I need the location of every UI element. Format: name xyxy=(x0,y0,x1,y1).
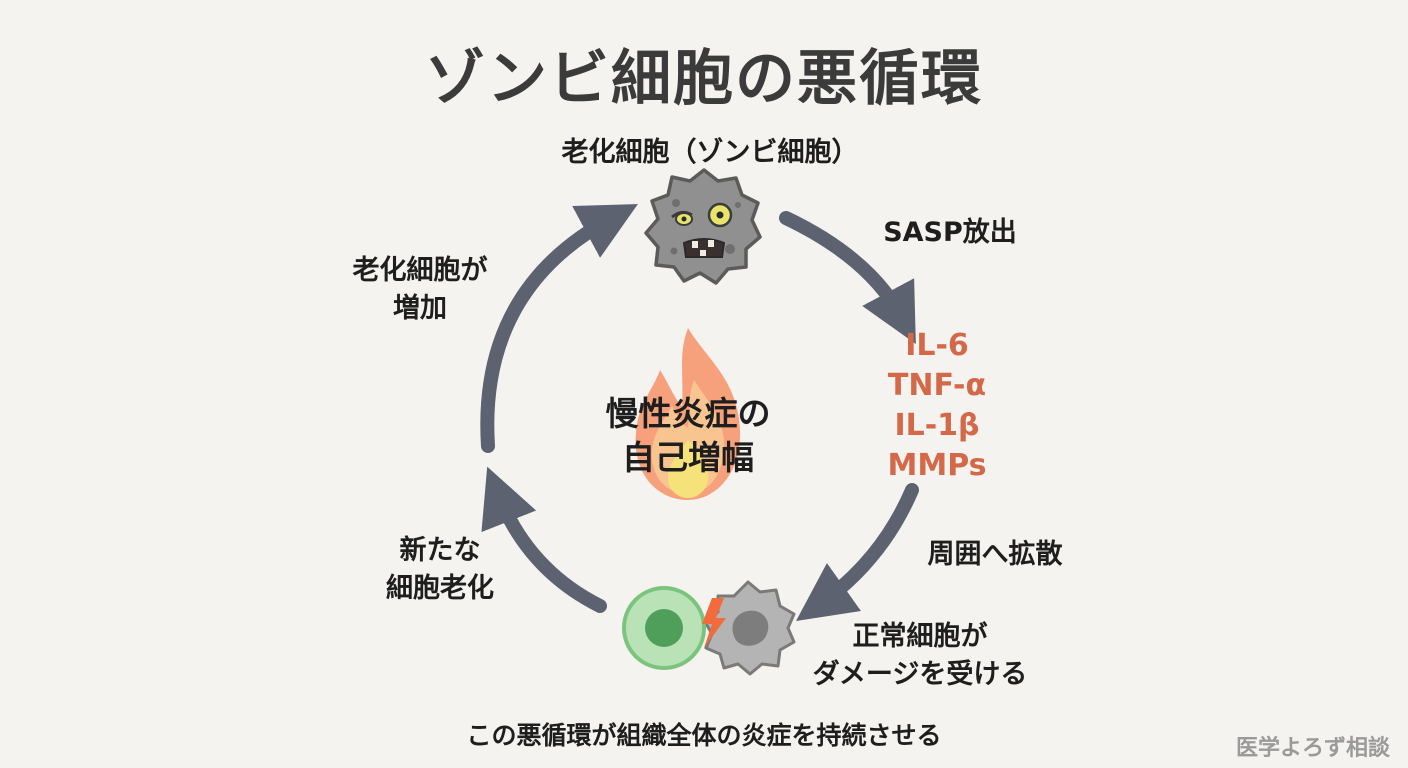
page-title: ゾンビ細胞の悪循環 xyxy=(425,44,983,114)
center-line2: 自己増幅 xyxy=(622,438,754,477)
damaged-cell-icon xyxy=(702,580,796,676)
cytokine-tnfa: TNF-α xyxy=(887,368,987,403)
increase-label: 老化細胞が 増加 xyxy=(320,252,520,328)
increase-line1: 老化細胞が xyxy=(352,255,488,286)
new-senescence-line2: 細胞老化 xyxy=(386,573,494,604)
arrow-new-senescence xyxy=(481,466,607,613)
lightning-icon xyxy=(702,598,726,648)
damage-label-line1: 正常細胞が xyxy=(852,621,988,652)
spread-label: 周囲へ拡散 xyxy=(927,539,1063,570)
arrow-spread xyxy=(796,483,919,622)
damage-label: 正常細胞が ダメージを受ける xyxy=(780,618,1060,694)
senescent-cell-label: 老化細胞（ゾンビ細胞） xyxy=(561,137,859,168)
arrow-sasp-release xyxy=(779,211,916,344)
cytokine-list: IL-6 TNF-α IL-1β MMPs xyxy=(862,326,1012,486)
center-caption: 慢性炎症の 自己増幅 xyxy=(578,392,798,480)
sasp-release-label: SASP放出 xyxy=(883,217,1017,248)
flame-icon xyxy=(635,328,741,500)
footer-caption: この悪循環が組織全体の炎症を持続させる xyxy=(466,721,942,750)
healthy-cell-icon xyxy=(622,586,706,670)
watermark: 医学よろず相談 xyxy=(1235,736,1390,761)
damage-label-line2: ダメージを受ける xyxy=(812,659,1028,690)
zombie-cell-icon xyxy=(644,168,762,285)
cytokine-mmps: MMPs xyxy=(887,448,987,483)
cytokine-il6: IL-6 xyxy=(905,328,969,363)
increase-line2: 増加 xyxy=(393,293,447,324)
new-senescence-line1: 新たな xyxy=(399,535,481,566)
cytokine-il1b: IL-1β xyxy=(894,408,980,443)
new-senescence-label: 新たな 細胞老化 xyxy=(350,532,530,608)
center-line1: 慢性炎症の xyxy=(605,394,771,433)
arrow-increase xyxy=(480,204,638,453)
